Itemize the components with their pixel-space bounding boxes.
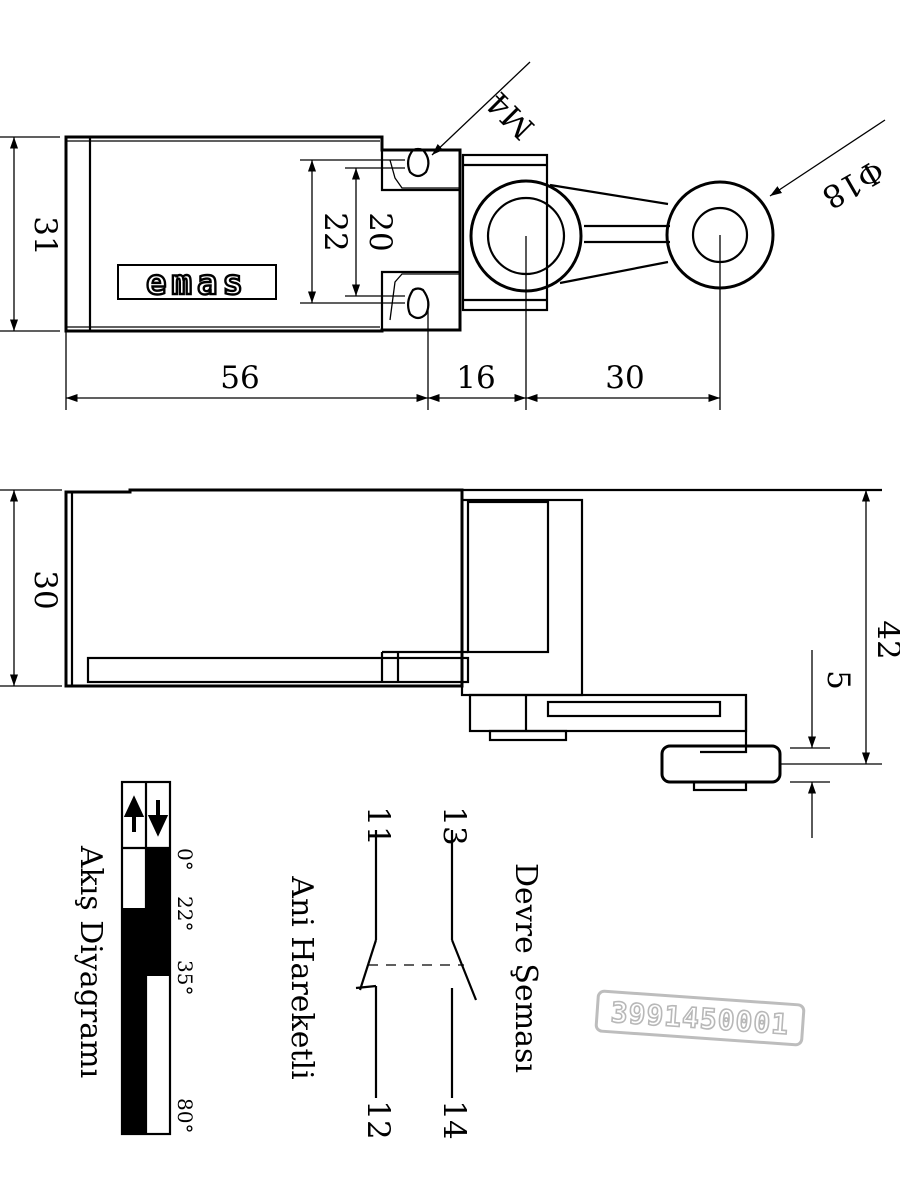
actuator-head (461, 153, 549, 312)
circuit-diagram: 11 12 13 14 Ani Hareketli Devre Şeması (284, 806, 543, 1139)
watermark-stamp: 3991450001 (594, 989, 806, 1047)
angle-80-label: 80° (173, 1098, 197, 1133)
angle-35-label: 35° (173, 960, 197, 995)
flow-diagram: 0° 22° 35° 80° Akış Diyagramı (73, 780, 197, 1136)
flow-diagram-title: Akış Diyagramı (73, 845, 108, 1078)
flow-bar-nc (123, 908, 146, 1133)
dim-16-label: 16 (456, 360, 495, 396)
emas-logo: emas (117, 262, 277, 304)
dim-31-label: 31 (27, 216, 63, 255)
dim-22-label: 22 (317, 212, 353, 251)
angle-22-label: 22° (173, 896, 197, 931)
svg-text:3991450001: 3991450001 (610, 996, 790, 1041)
dim-30-label: 30 (605, 360, 644, 396)
terminal-14: 14 (436, 1100, 472, 1139)
roller-diameter-label: Φ18 (816, 152, 890, 216)
arrow-up-icon (123, 795, 145, 832)
mounting-hole-bottom (406, 287, 430, 320)
dim-20-label: 20 (362, 212, 398, 251)
side-actuator-head (460, 498, 584, 697)
angle-0-label: 0° (173, 848, 197, 871)
top-view: 31 22 20 M4 Φ18 56 16 30 emas (0, 61, 890, 410)
flow-bar-no (147, 848, 169, 976)
terminal-13: 13 (436, 806, 472, 845)
terminal-12: 12 (360, 1100, 396, 1139)
circuit-subtitle: Ani Hareketli (284, 875, 319, 1079)
dim-42-label: 42 (870, 620, 900, 659)
side-view: 30 42 5 (0, 488, 900, 838)
arrow-down-icon (147, 800, 169, 837)
dim-5-label: 5 (820, 670, 856, 690)
lever-arm (549, 183, 670, 285)
side-body-outline (64, 488, 464, 688)
mounting-hole-top (406, 147, 430, 178)
dim-side-30-label: 30 (27, 570, 63, 609)
dim-56-label: 56 (220, 360, 259, 396)
switch-body-outline (64, 135, 462, 333)
svg-text:emas: emas (146, 263, 248, 303)
thread-label: M4 (480, 84, 542, 146)
circuit-title: Devre Şeması (508, 863, 543, 1073)
terminal-11: 11 (360, 806, 396, 845)
